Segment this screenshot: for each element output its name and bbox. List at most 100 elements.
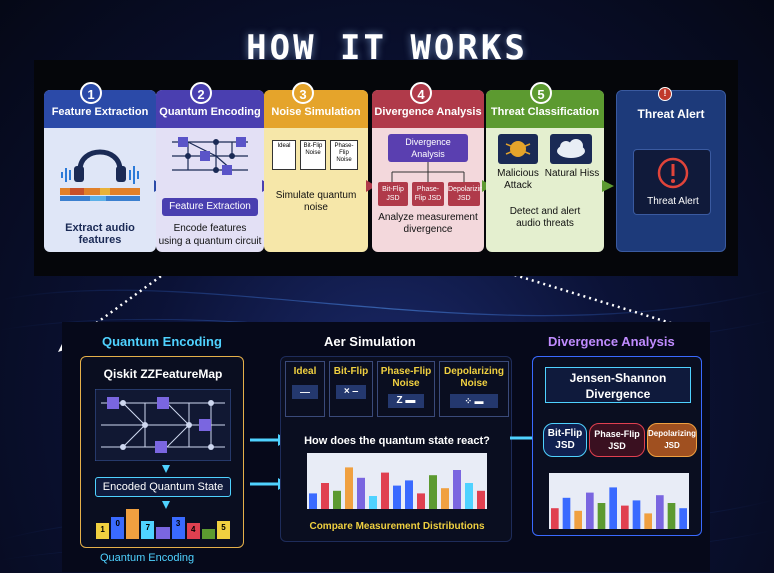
sim-col-ideal: Ideal‒‒ — [285, 361, 325, 417]
sim-bar — [465, 483, 473, 509]
jsd-box-depolarizing: Depolarizing JSD — [448, 182, 484, 206]
divergence-card: Jensen-Shannon Divergence Bit-Flip JSD P… — [532, 356, 702, 536]
step-3-caption: Simulate quantum noise — [275, 190, 357, 213]
div-bar — [679, 508, 687, 529]
bug-icon — [498, 134, 538, 164]
sim-bar-chart — [307, 453, 487, 509]
noise-box-phaseflip: Phase-Flip Noise — [330, 140, 358, 170]
div-bar — [586, 492, 594, 529]
down-arrow-icon — [162, 465, 170, 473]
qubit-cell — [156, 527, 170, 539]
div-bar — [574, 510, 582, 529]
branch-lines — [391, 162, 465, 182]
pipeline-panel: 1 Feature Extraction Extract — [34, 60, 738, 276]
step-3-badge: 3 — [292, 82, 314, 104]
div-bar — [656, 495, 664, 529]
pill-bitflip: Bit-Flip JSD — [543, 423, 587, 457]
detail-panel: Quantum Encoding Qiskit ZZFeatureMap Enc… — [62, 322, 710, 572]
step-5-badge: 5 — [530, 82, 552, 104]
noise-box-bitflip: Bit-Flip Noise — [300, 140, 326, 170]
divergence-title: Divergence Analysis — [548, 334, 675, 349]
step-2-caption-2: using a quantum circuit — [158, 236, 262, 247]
step-2-caption-1: Encode features — [173, 223, 247, 234]
sim-bar — [369, 496, 377, 509]
div-bar — [597, 503, 606, 529]
step-4-badge: 4 — [410, 82, 432, 104]
qubit-cell: 0 — [111, 517, 125, 539]
sim-bar — [345, 467, 353, 509]
spectrogram-icon — [60, 188, 140, 201]
step-feature-extraction: Feature Extraction Extract audio fe — [44, 90, 156, 252]
step-threat-classification: Threat Classification Malicious Attack N… — [486, 90, 604, 252]
sim-bar — [381, 472, 389, 509]
encoding-footer: Quantum Encoding — [100, 552, 195, 564]
encoding-card: Qiskit ZZFeatureMap Encoded Quantum Stat… — [80, 356, 244, 548]
step-1-badge: 1 — [80, 82, 102, 104]
sim-bar — [441, 488, 449, 509]
step-4-caption: Analyze measurement divergence — [378, 212, 478, 235]
feature-map-label: Qiskit ZZFeatureMap — [103, 367, 223, 381]
qubit-cell: 4 — [186, 523, 200, 539]
div-bg — [549, 473, 689, 529]
step-threat-alert: Threat Alert Threat Alert — [616, 90, 726, 252]
step-1-caption: Extract audio features — [65, 222, 135, 246]
warning-icon — [657, 157, 689, 189]
sim-question: How does the quantum state react? — [304, 435, 490, 447]
cloud-icon — [550, 134, 592, 164]
div-bar — [562, 497, 571, 529]
jsd-label: Jensen-Shannon Divergence — [545, 367, 691, 403]
sim-bar — [357, 477, 365, 509]
step-quantum-encoding: Quantum Encoding Feature Extraction Enco… — [156, 90, 264, 252]
div-bar — [644, 513, 652, 529]
jsd-box-bitflip: Bit-Flip JSD — [378, 182, 408, 206]
qubit-cell: 1 — [96, 523, 110, 539]
qubit-cell — [201, 529, 215, 539]
div-bar — [551, 508, 559, 529]
sim-footer: Compare Measurement Distributions — [309, 521, 485, 532]
sim-bar — [429, 475, 437, 509]
sim-bar — [309, 493, 317, 509]
div-bar — [632, 500, 641, 529]
class-natural: Natural Hiss — [544, 168, 600, 179]
headphones-icon — [60, 149, 140, 201]
sim-bar — [333, 490, 341, 509]
step-noise-simulation: Noise Simulation Ideal Bit-Flip Noise Ph… — [264, 90, 368, 252]
encoded-state-label: Encoded Quantum State — [95, 477, 231, 497]
div-bar — [667, 503, 676, 529]
sim-bar — [321, 483, 329, 509]
alert-panel: Threat Alert — [633, 149, 711, 215]
step-2-badge: 2 — [190, 82, 212, 104]
step-6-inner-label: Threat Alert — [647, 196, 699, 207]
step-5-label: Threat Classification — [486, 90, 604, 128]
step-4-inner-label: Divergence Analysis — [388, 134, 468, 162]
div-bar — [609, 487, 617, 529]
sim-bar — [477, 490, 485, 509]
encoding-title: Quantum Encoding — [102, 334, 222, 349]
down-arrow-icon — [162, 501, 170, 509]
sim-bar — [405, 480, 413, 509]
simulation-title: Aer Simulation — [324, 334, 416, 349]
sim-bar — [417, 493, 425, 509]
div-bar — [621, 505, 629, 529]
sim-bar — [453, 470, 461, 509]
alert-badge: ! — [658, 87, 672, 101]
circuit-icon — [172, 137, 248, 175]
step-divergence-analysis: Divergence Analysis Divergence Analysis … — [372, 90, 484, 252]
step-2-label: Quantum Encoding — [156, 90, 264, 128]
qubit-cell: 3 — [171, 517, 185, 539]
sim-col-bitflip: Bit-Flip× ‒ — [329, 361, 373, 417]
zz-circuit-icon — [95, 389, 231, 461]
class-malicious: Malicious Attack — [497, 168, 539, 191]
qubit-cell: 7 — [141, 521, 155, 539]
div-bar-chart — [549, 473, 689, 529]
noise-box-ideal: Ideal — [272, 140, 296, 170]
arrow-icon — [602, 180, 614, 192]
pill-depolarizing: Depolarizing JSD — [647, 423, 697, 457]
sim-col-depolarizing: Depolarizing Noise⁘ ▬ — [439, 361, 509, 417]
qubit-cell: 5 — [216, 521, 230, 539]
qubit-cell — [126, 509, 140, 539]
sim-bar — [393, 485, 401, 509]
